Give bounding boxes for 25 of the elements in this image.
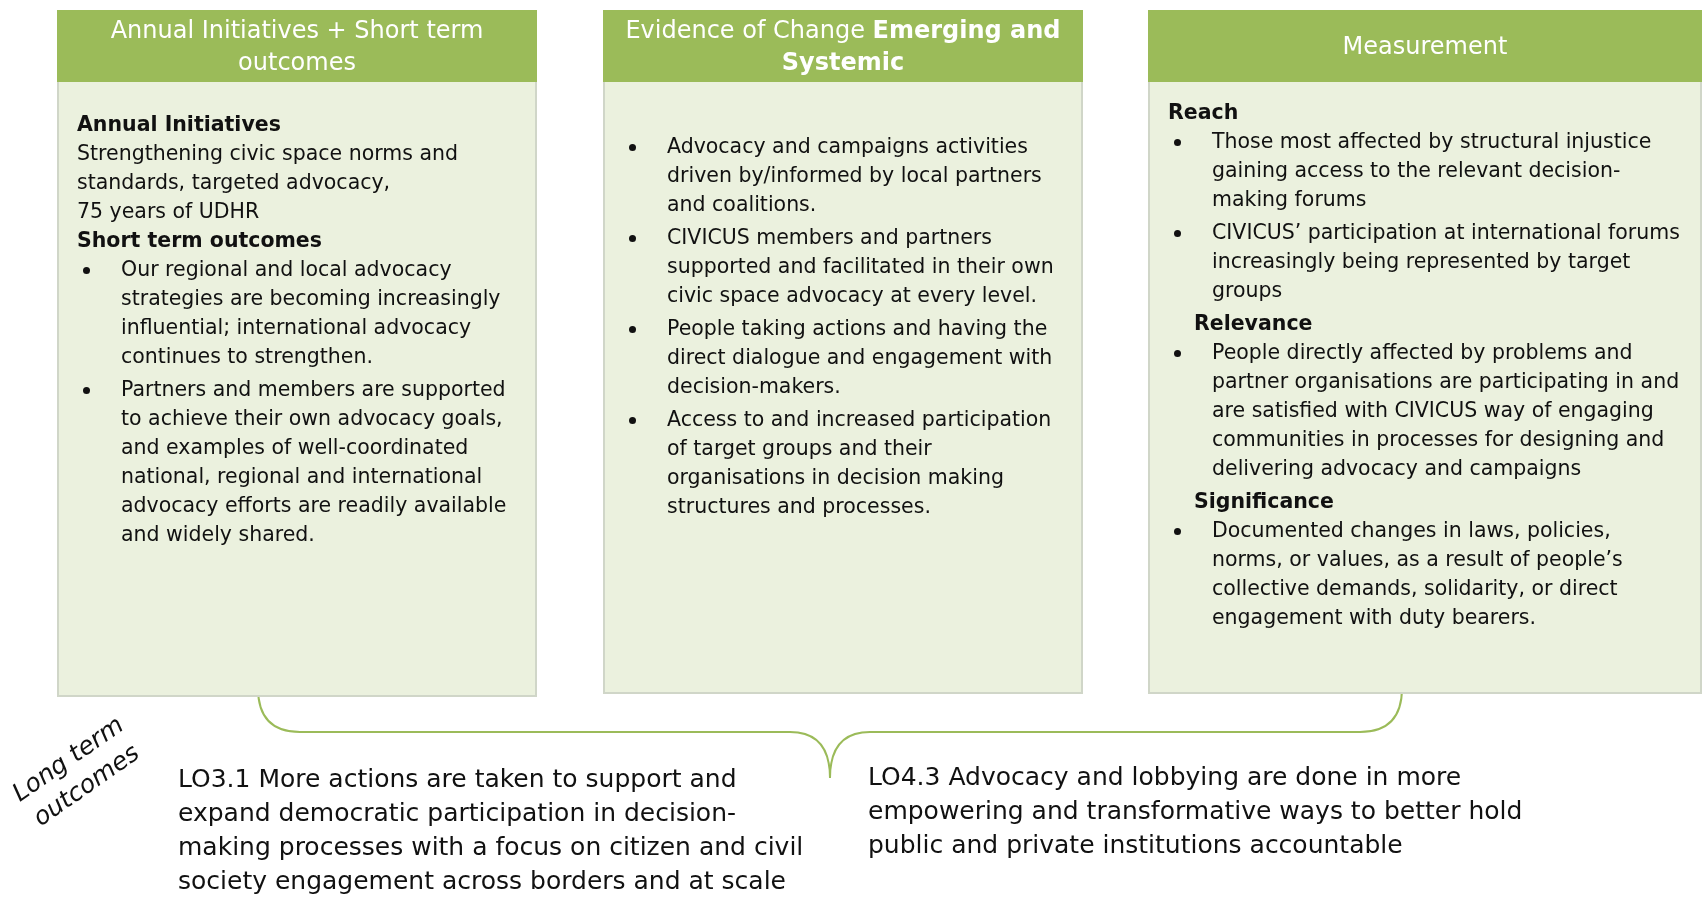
bullet-text: Our regional and local advocacy strategies are becoming increasingly influential; international advocacy continues to strengthen.	[121, 257, 501, 368]
outcome-text: LO3.1 More actions are taken to support and expand democratic participation in decision-making processes with a focus on citizen and civil society engagement across borders and at scale	[178, 763, 805, 897]
bullet-text: Partners and members are supported to achieve their own advocacy goals, and examples of well-coordinated national, regional and international advocacy efforts are readily available and widely shared.	[121, 377, 507, 546]
column-header: Annual Initiatives + Short term outcomes	[57, 10, 537, 82]
bullet-text: People directly affected by problems and partner organisations are participating in and are satisfied with CIVICUS way of engaging communities in processes for designing and delivering advocacy and campaigns	[1212, 340, 1680, 480]
subheading: Annual Initiatives	[77, 111, 282, 138]
subheading: Significance	[1194, 488, 1335, 515]
column-panel	[603, 10, 1083, 694]
bullet-text: Access to and increased participation of target groups and their organisations in decision making structures and processes.	[667, 407, 1052, 518]
bullet-text: Advocacy and campaigns activities driven by/informed by local partners and coalitions.	[667, 134, 1042, 216]
body-text: 75 years of UDHR	[77, 198, 261, 225]
bullet-text: CIVICUS’ participation at international forums increasingly being represented by target groups	[1212, 220, 1680, 302]
outcome-text: LO4.3 Advocacy and lobbying are done in more empowering and transformative ways to better hold public and private institutions accountable	[868, 761, 1524, 861]
column-panel	[57, 10, 537, 697]
bullet-text: Documented changes in laws, policies, norms, or values, as a result of people’s collective demands, solidarity, or direct engagement with duty bearers.	[1212, 518, 1623, 629]
bullet-text: People taking actions and having the direct dialogue and engagement with decision-makers.	[667, 316, 1053, 398]
subheading: Short term outcomes	[77, 227, 323, 254]
column-header: Evidence of Change Emerging and Systemic	[603, 10, 1083, 82]
column-panel	[1148, 10, 1702, 694]
bullet-text: Those most affected by structural injustice gaining access to the relevant decision-making forums	[1212, 129, 1652, 211]
subheading: Relevance	[1194, 310, 1314, 337]
bullet-text: CIVICUS members and partners supported and facilitated in their own civic space advocacy at every level.	[667, 225, 1054, 307]
body-text: Strengthening civic space norms and standards, targeted advocacy,	[77, 140, 460, 196]
subheading: Reach	[1168, 99, 1240, 126]
column-header: Measurement	[1148, 10, 1702, 82]
